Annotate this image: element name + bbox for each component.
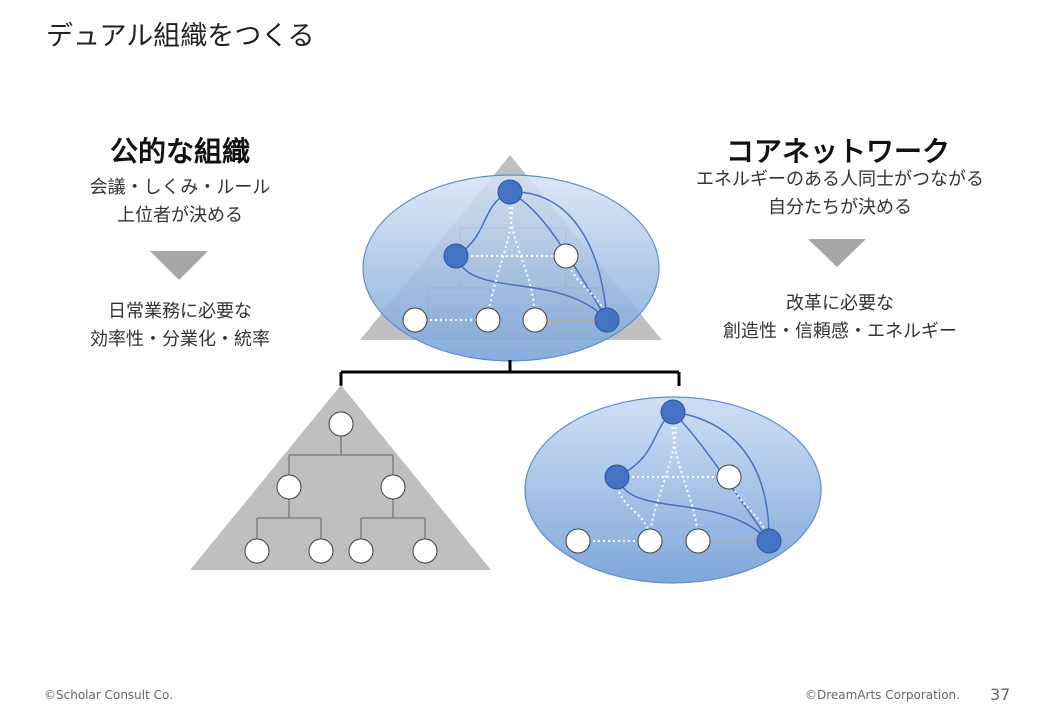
left-desc-bottom-line1: 日常業務に必要な xyxy=(108,301,252,322)
footer-right-copyright: ©DreamArts Corporation. xyxy=(805,688,960,702)
formal-organization xyxy=(190,385,491,570)
formal-node-leaf-2 xyxy=(308,538,334,564)
top-node-blue-root xyxy=(497,179,523,205)
right-heading: コアネットワーク xyxy=(725,135,950,168)
network-node-blue-4 xyxy=(756,528,782,554)
right-desc-bottom-line2: 創造性・信頼感・エネルギー xyxy=(723,321,957,342)
formal-node-root xyxy=(328,411,354,437)
left-down-arrow xyxy=(150,251,208,280)
network-ellipse xyxy=(524,396,822,584)
footer-left-copyright: ©Scholar Consult Co. xyxy=(44,688,173,702)
network-node-white-2 xyxy=(637,528,663,554)
right-desc-top-line2: 自分たちが決める xyxy=(768,197,912,218)
top-node-white-1 xyxy=(402,307,428,333)
top-node-white-mid xyxy=(553,243,579,269)
top-node-blue-4 xyxy=(594,307,620,333)
left-desc-top-line1: 会議・しくみ・ルール xyxy=(89,177,271,198)
right-desc-bottom-line1: 改革に必要な xyxy=(786,293,894,314)
formal-hierarchy-lines xyxy=(256,424,426,551)
right-desc-top-line1: エネルギーのある人同士がつながる xyxy=(696,169,984,190)
left-desc-bottom: 日常業務に必要な 効率性・分業化・統率 xyxy=(30,298,330,354)
core-network xyxy=(524,396,822,584)
left-desc-top-line2: 上位者が決める xyxy=(117,205,243,226)
split-connector xyxy=(339,360,681,386)
left-desc-bottom-line2: 効率性・分業化・統率 xyxy=(90,329,270,350)
page-title: デュアル組織をつくる xyxy=(46,21,315,52)
formal-node-right xyxy=(380,474,406,500)
left-heading: 公的な組織 xyxy=(109,135,250,168)
right-desc-bottom: 改革に必要な 創造性・信頼感・エネルギー xyxy=(680,290,1000,346)
network-node-white-3 xyxy=(685,528,711,554)
top-node-white-3 xyxy=(522,307,548,333)
right-down-arrow xyxy=(808,239,866,267)
formal-node-leaf-1 xyxy=(244,538,270,564)
formal-node-left xyxy=(276,474,302,500)
right-desc-top: エネルギーのある人同士がつながる 自分たちが決める xyxy=(660,166,1020,222)
network-node-blue-mid xyxy=(604,464,630,490)
page-number: 37 xyxy=(990,685,1011,704)
top-node-white-2 xyxy=(475,307,501,333)
network-node-white-mid xyxy=(716,464,742,490)
network-node-white-1 xyxy=(565,528,591,554)
combined-organization xyxy=(360,155,662,362)
formal-triangle xyxy=(190,385,491,570)
top-node-blue-mid xyxy=(443,243,469,269)
formal-node-leaf-3 xyxy=(348,538,374,564)
formal-node-leaf-4 xyxy=(412,538,438,564)
network-node-blue-root xyxy=(660,399,686,425)
left-desc-top: 会議・しくみ・ルール 上位者が決める xyxy=(30,174,330,230)
